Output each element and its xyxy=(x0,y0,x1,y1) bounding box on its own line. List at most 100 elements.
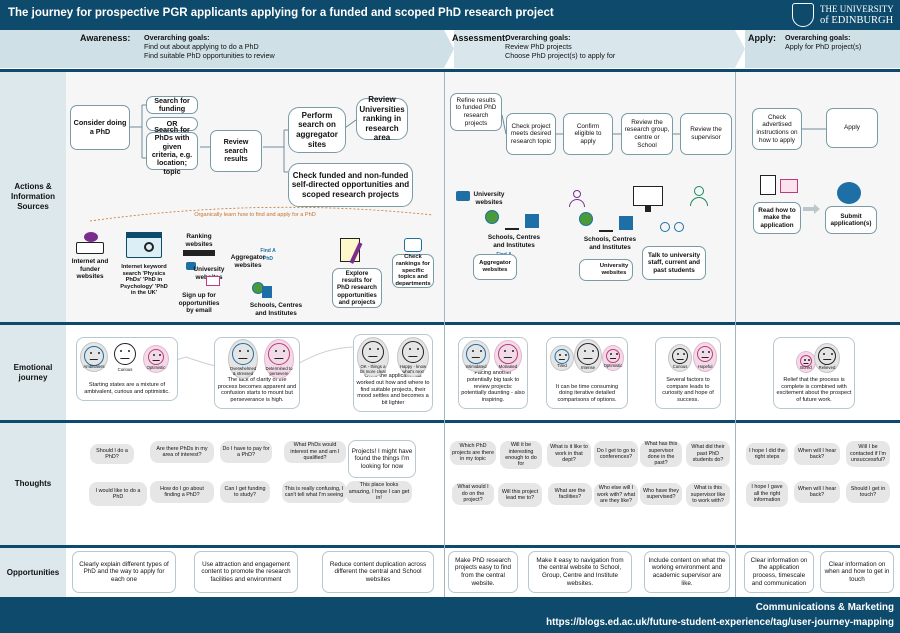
ok-face-icon: OK - things a bit more clear xyxy=(357,337,389,377)
schools-icons xyxy=(485,210,545,232)
thought-bubble: When will I hear back? xyxy=(794,481,840,503)
thought-bubble: Who have they supervised? xyxy=(640,483,682,505)
check-advertised-box: Check advertised instructions on how to … xyxy=(752,108,802,150)
money-icon xyxy=(74,232,108,256)
stage-apply xyxy=(745,30,900,68)
stage-name: Awareness: xyxy=(80,33,131,43)
thought-bubble: What PhDs would interest me and am I qua… xyxy=(284,441,346,463)
hopeful-face-icon: Hopeful xyxy=(693,342,717,372)
review-search-box: Review search results xyxy=(210,130,262,172)
thought-bubble: Should I get in touch? xyxy=(846,481,890,503)
emotion-bubble: Relief that the process is complete is c… xyxy=(773,337,855,409)
footer-bar xyxy=(0,597,900,633)
thought-bubble: Will this project lead me to? xyxy=(498,483,542,507)
thought-bubble: Will it be interesting enough to do for xyxy=(500,441,542,469)
row-divider xyxy=(0,69,900,72)
logo-line1: THE UNIVERSITY xyxy=(820,4,894,14)
explore-results-box: Explore results for PhD research opportu… xyxy=(332,268,382,308)
stage-name: Apply: xyxy=(748,33,776,43)
ambivalent-face-icon: Ambivalent xyxy=(80,342,108,372)
overwhelmed-face-icon: Overwhelmed & stressed xyxy=(228,339,258,379)
logo-line2: of EDINBURGH xyxy=(820,15,894,26)
talk-box: Talk to university staff, current and pa… xyxy=(642,246,706,280)
browser-search-icon xyxy=(126,232,162,258)
browser-icon xyxy=(456,191,470,201)
a-schools2-label: Schools, Centres and Institutes xyxy=(583,236,637,251)
thought-bubble: Are there PhDs in my area of interest? xyxy=(150,441,214,463)
read-how-box: Read how to make the application xyxy=(753,202,801,234)
thought-bubble: Do I get to go to conferences? xyxy=(594,441,638,467)
thought-bubble: How do I go about finding a PhD? xyxy=(150,481,214,503)
submit-icon xyxy=(837,182,861,204)
chart-icon xyxy=(404,238,422,252)
assess-connectors xyxy=(502,114,680,135)
tired-face-icon: Tired xyxy=(550,345,574,371)
row-label-opportunities: Opportunities xyxy=(0,548,66,597)
thought-bubble: What has this supervisor done in the pas… xyxy=(640,441,682,467)
person-check-icon xyxy=(688,186,710,208)
intimidated-face-icon: Intimidated xyxy=(462,340,490,372)
stage-arrow xyxy=(444,30,454,68)
a-uni2-box: University websites xyxy=(579,259,633,281)
ranking-icon xyxy=(183,250,215,256)
stage-arrow xyxy=(735,30,745,68)
stage-goals: Overarching goals:Apply for PhD project(… xyxy=(785,33,862,51)
flow-connectors xyxy=(130,104,357,173)
page-title: The journey for prospective PGR applican… xyxy=(8,7,554,19)
crest-icon xyxy=(792,3,814,27)
browser-icon xyxy=(186,262,196,270)
curious-face-icon: Curious xyxy=(668,344,692,372)
intense-face-icon: Intense xyxy=(574,339,602,373)
email-icon xyxy=(206,276,220,286)
thought-bubble: What are the facilities? xyxy=(548,483,592,505)
opportunity-card: Make it easy to navigation from the cent… xyxy=(528,551,632,593)
review-supervisor-box: Review the supervisor xyxy=(680,113,732,155)
review-group-box: Review the research group, centre or Sch… xyxy=(621,113,673,155)
thought-bubble: What is it like to work in that dept? xyxy=(547,441,591,467)
internet-keyword-label: Internet keyword search 'Physics PhDs' '… xyxy=(120,264,168,297)
internet-funder-label: Internet and funder websites xyxy=(71,258,109,281)
thought-bubble: I hope I did the right steps xyxy=(746,443,788,465)
a-uni-websites-label: University websites xyxy=(473,191,505,206)
checklist-icon xyxy=(340,238,366,264)
opportunity-card: Include content on what the working envi… xyxy=(644,551,730,593)
stage-name: Assessment: xyxy=(452,33,509,43)
aggregator-label: Aggregator websites xyxy=(230,254,266,269)
university-logo: THE UNIVERSITY of EDINBURGH xyxy=(790,2,896,28)
happy-face-icon: Happy - know what's next xyxy=(397,337,429,377)
thought-bubble: I hope I gave all the right information xyxy=(746,481,788,507)
opportunity-card: Reduce content duplication across differ… xyxy=(322,551,434,593)
search-phds-box: Search for PhDs with given criteria, e.g… xyxy=(146,125,198,176)
row-label-actions: Actions & Information Sources xyxy=(0,72,66,322)
signup-label: Sign up for opportunities by email xyxy=(178,292,220,315)
thought-bubble: Who else will I work with? what are they… xyxy=(594,483,638,507)
optimistic-face-icon: Optimistic xyxy=(143,345,169,373)
thought-bubble: This place looks amazing, I hope I can g… xyxy=(346,481,412,503)
thought-bubble: I would like to do a PhD xyxy=(89,482,147,506)
stage-divider xyxy=(735,72,736,597)
optimistic-face-icon: Optimistic xyxy=(602,345,624,371)
opportunity-card: Clear information on the application pro… xyxy=(744,551,814,593)
findaphd-logo: Find A PhD xyxy=(260,248,276,262)
opportunity-card: Use attraction and engagement content to… xyxy=(194,551,298,593)
stage-awareness xyxy=(0,30,444,68)
bored-face-icon: Bored xyxy=(796,351,816,373)
thought-bubble: What is this supervisor like to work wit… xyxy=(686,483,730,507)
row-divider xyxy=(0,420,900,423)
thought-bubble: What did their past PhD students do? xyxy=(686,441,730,467)
schools-label: Schools, Centres and Institutes xyxy=(249,302,303,317)
apply-arrow xyxy=(803,204,820,214)
thought-bubble: Which PhD projects are there in my topic xyxy=(450,441,496,465)
footer-link[interactable]: https://blogs.ed.ac.uk/future-student-ex… xyxy=(546,617,894,628)
row-label-emotional: Emotional journey xyxy=(0,325,66,420)
motivated-face-icon: Motivated xyxy=(494,340,522,372)
opportunity-card: Clearly explain different types of PhD a… xyxy=(72,551,176,593)
apply-connector xyxy=(802,128,826,130)
relieved-face-icon: Relieved xyxy=(814,343,840,373)
header-bar xyxy=(0,0,900,30)
thought-bubble: What would I do on the project? xyxy=(452,483,494,505)
thought-bubble: Can I get funding to study? xyxy=(220,481,270,503)
globe-icon xyxy=(250,282,272,300)
refine-results-box: Refine results to funded PhD research pr… xyxy=(450,93,502,131)
